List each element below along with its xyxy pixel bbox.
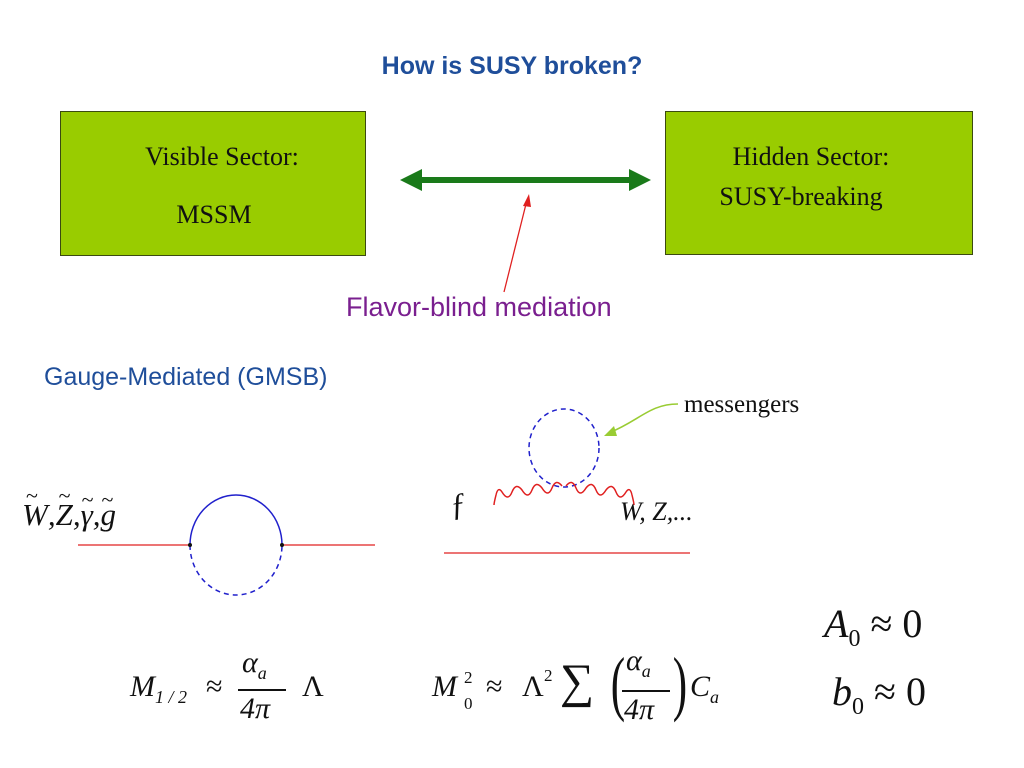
- visible-sector-label: Visible Sector:: [145, 142, 299, 171]
- hidden-sector-box: Hidden Sector: SUSY-breaking: [665, 111, 973, 255]
- messengers-arrow: [604, 403, 679, 436]
- wino-symbol: W: [22, 497, 48, 532]
- gaugino-labels: W~,Z~,γ~,g~: [22, 483, 117, 532]
- trilinear-formula: A0 ≈ 0: [824, 601, 923, 652]
- gauge-boson-label: W, Z,...: [620, 497, 693, 526]
- close-paren: ): [672, 643, 688, 723]
- scalar-mass-formula: M 2 0 ≈ Λ 2 ∑ ( αa 4π ) Ca: [432, 643, 720, 726]
- fraction-bar: [238, 689, 286, 691]
- mediation-label: Flavor-blind mediation: [346, 292, 612, 322]
- visible-sector-box: Visible Sector: MSSM: [60, 111, 366, 256]
- messengers-label: messengers: [684, 391, 800, 418]
- visible-sector-model: MSSM: [176, 200, 252, 229]
- bilinear-formula: b0 ≈ 0: [832, 669, 926, 720]
- fraction-bar: [622, 690, 670, 692]
- gluino-symbol: g: [100, 497, 117, 532]
- page-title: How is SUSY broken?: [381, 52, 643, 80]
- mediation-double-arrow: [400, 169, 651, 191]
- mediation-pointer-arrow: [503, 194, 531, 293]
- open-paren: (: [610, 643, 626, 723]
- hidden-sector-description: SUSY-breaking: [719, 182, 883, 211]
- zino-symbol: Z: [55, 497, 73, 532]
- photino-symbol: γ: [80, 497, 93, 532]
- sfermion-loop-diagram: [444, 408, 690, 554]
- gaugino-loop-diagram: [78, 494, 375, 596]
- gaugino-mass-formula: M1 / 2 ≈ αa 4π Λ: [130, 646, 324, 725]
- section-label: Gauge-Mediated (GMSB): [44, 363, 328, 391]
- hidden-sector-label: Hidden Sector:: [732, 142, 890, 171]
